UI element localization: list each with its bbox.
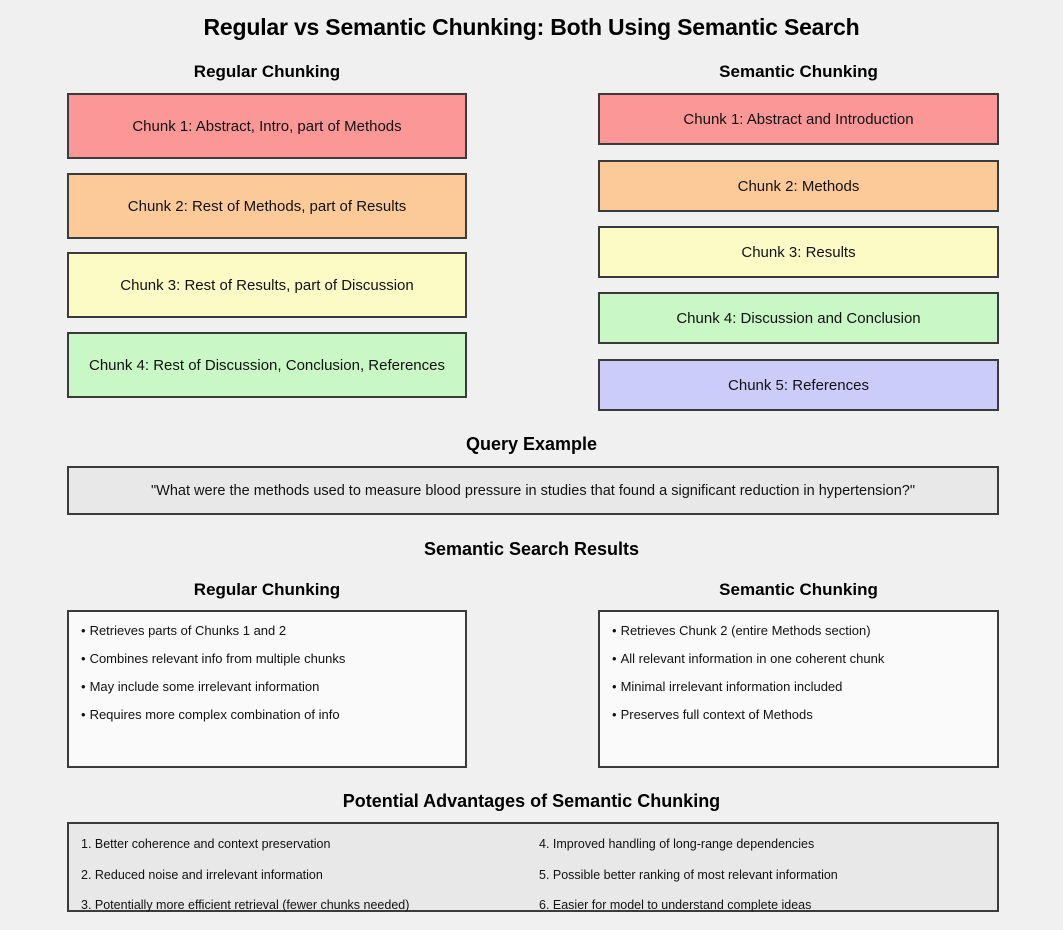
advantage-item: 4. Improved handling of long-range depen…: [539, 837, 815, 851]
column-heading-semantic-chunking: Semantic Chunking: [719, 62, 878, 81]
regular-chunk-4[interactable]: Chunk 4: Rest of Discussion, Conclusion,…: [67, 332, 467, 398]
semantic-chunk-1-label: Chunk 1: Abstract and Introduction: [683, 110, 914, 128]
advantages-box: 1. Better coherence and context preserva…: [67, 822, 999, 912]
advantages-heading: Potential Advantages of Semantic Chunkin…: [342, 791, 721, 811]
advantage-item: 1. Better coherence and context preserva…: [81, 837, 331, 851]
bullet-icon: •: [81, 651, 86, 666]
bullet-icon: •: [612, 623, 617, 638]
regular-chunk-1[interactable]: Chunk 1: Abstract, Intro, part of Method…: [67, 93, 467, 159]
advantage-item: 6. Easier for model to understand comple…: [539, 898, 812, 912]
query-example-heading: Query Example: [465, 434, 598, 454]
semantic-chunk-3[interactable]: Chunk 3: Results: [598, 226, 999, 278]
bullet-icon: •: [612, 707, 617, 722]
semantic-chunk-4[interactable]: Chunk 4: Discussion and Conclusion: [598, 292, 999, 344]
search-results-heading: Semantic Search Results: [423, 539, 640, 559]
list-item: •Combines relevant info from multiple ch…: [81, 652, 453, 665]
regular-chunk-3-label: Chunk 3: Rest of Results, part of Discus…: [120, 276, 414, 294]
list-item: •Retrieves Chunk 2 (entire Methods secti…: [612, 624, 985, 637]
list-item: •Preserves full context of Methods: [612, 708, 985, 721]
list-item-text: May include some irrelevant information: [89, 679, 320, 694]
semantic-chunk-5-label: Chunk 5: References: [728, 376, 869, 394]
advantage-item: 2. Reduced noise and irrelevant informat…: [81, 867, 323, 882]
regular-chunk-3[interactable]: Chunk 3: Rest of Results, part of Discus…: [67, 252, 467, 318]
list-item-text: Preserves full context of Methods: [620, 707, 813, 722]
list-item: •All relevant information in one coheren…: [612, 652, 985, 665]
list-item: •Requires more complex combination of in…: [81, 708, 453, 721]
regular-results-box: •Retrieves parts of Chunks 1 and 2 •Comb…: [67, 610, 467, 768]
regular-chunk-4-label: Chunk 4: Rest of Discussion, Conclusion,…: [88, 356, 445, 374]
semantic-chunk-3-label: Chunk 3: Results: [741, 243, 856, 261]
bullet-icon: •: [81, 679, 86, 694]
list-item-text: All relevant information in one coherent…: [620, 651, 885, 666]
page-title: Regular vs Semantic Chunking: Both Using…: [203, 14, 860, 40]
bullet-icon: •: [612, 679, 617, 694]
semantic-chunk-2[interactable]: Chunk 2: Methods: [598, 160, 999, 212]
list-item-text: Requires more complex combination of inf…: [89, 707, 340, 722]
regular-chunk-2-label: Chunk 2: Rest of Methods, part of Result…: [127, 197, 407, 215]
query-example-text: "What were the methods used to measure b…: [151, 482, 915, 499]
bullet-icon: •: [81, 623, 86, 638]
list-item: •May include some irrelevant information: [81, 680, 453, 693]
list-item-text: Minimal irrelevant information included: [620, 679, 843, 694]
advantages-column-right: 4. Improved handling of long-range depen…: [533, 838, 985, 930]
list-item: •Retrieves parts of Chunks 1 and 2: [81, 624, 453, 637]
results-column-heading-semantic: Semantic Chunking: [719, 580, 878, 599]
list-item-text: Combines relevant info from multiple chu…: [89, 651, 346, 666]
list-item-text: Retrieves parts of Chunks 1 and 2: [89, 623, 287, 638]
semantic-chunk-5[interactable]: Chunk 5: References: [598, 359, 999, 411]
list-item-text: Retrieves Chunk 2 (entire Methods sectio…: [620, 623, 871, 638]
advantages-column-left: 1. Better coherence and context preserva…: [81, 838, 533, 930]
semantic-results-box: •Retrieves Chunk 2 (entire Methods secti…: [598, 610, 999, 768]
bullet-icon: •: [612, 651, 617, 666]
query-example-box: "What were the methods used to measure b…: [67, 466, 999, 515]
advantage-item: 5. Possible better ranking of most relev…: [539, 867, 838, 882]
results-column-heading-regular: Regular Chunking: [193, 580, 341, 599]
regular-chunk-1-label: Chunk 1: Abstract, Intro, part of Method…: [132, 117, 402, 135]
bullet-icon: •: [81, 707, 86, 722]
column-heading-regular-chunking: Regular Chunking: [193, 62, 341, 81]
semantic-chunk-4-label: Chunk 4: Discussion and Conclusion: [676, 309, 921, 327]
list-item: •Minimal irrelevant information included: [612, 680, 985, 693]
semantic-chunk-1[interactable]: Chunk 1: Abstract and Introduction: [598, 93, 999, 145]
advantage-item: 3. Potentially more efficient retrieval …: [81, 898, 410, 912]
regular-chunk-2[interactable]: Chunk 2: Rest of Methods, part of Result…: [67, 173, 467, 239]
semantic-chunk-2-label: Chunk 2: Methods: [737, 177, 860, 195]
